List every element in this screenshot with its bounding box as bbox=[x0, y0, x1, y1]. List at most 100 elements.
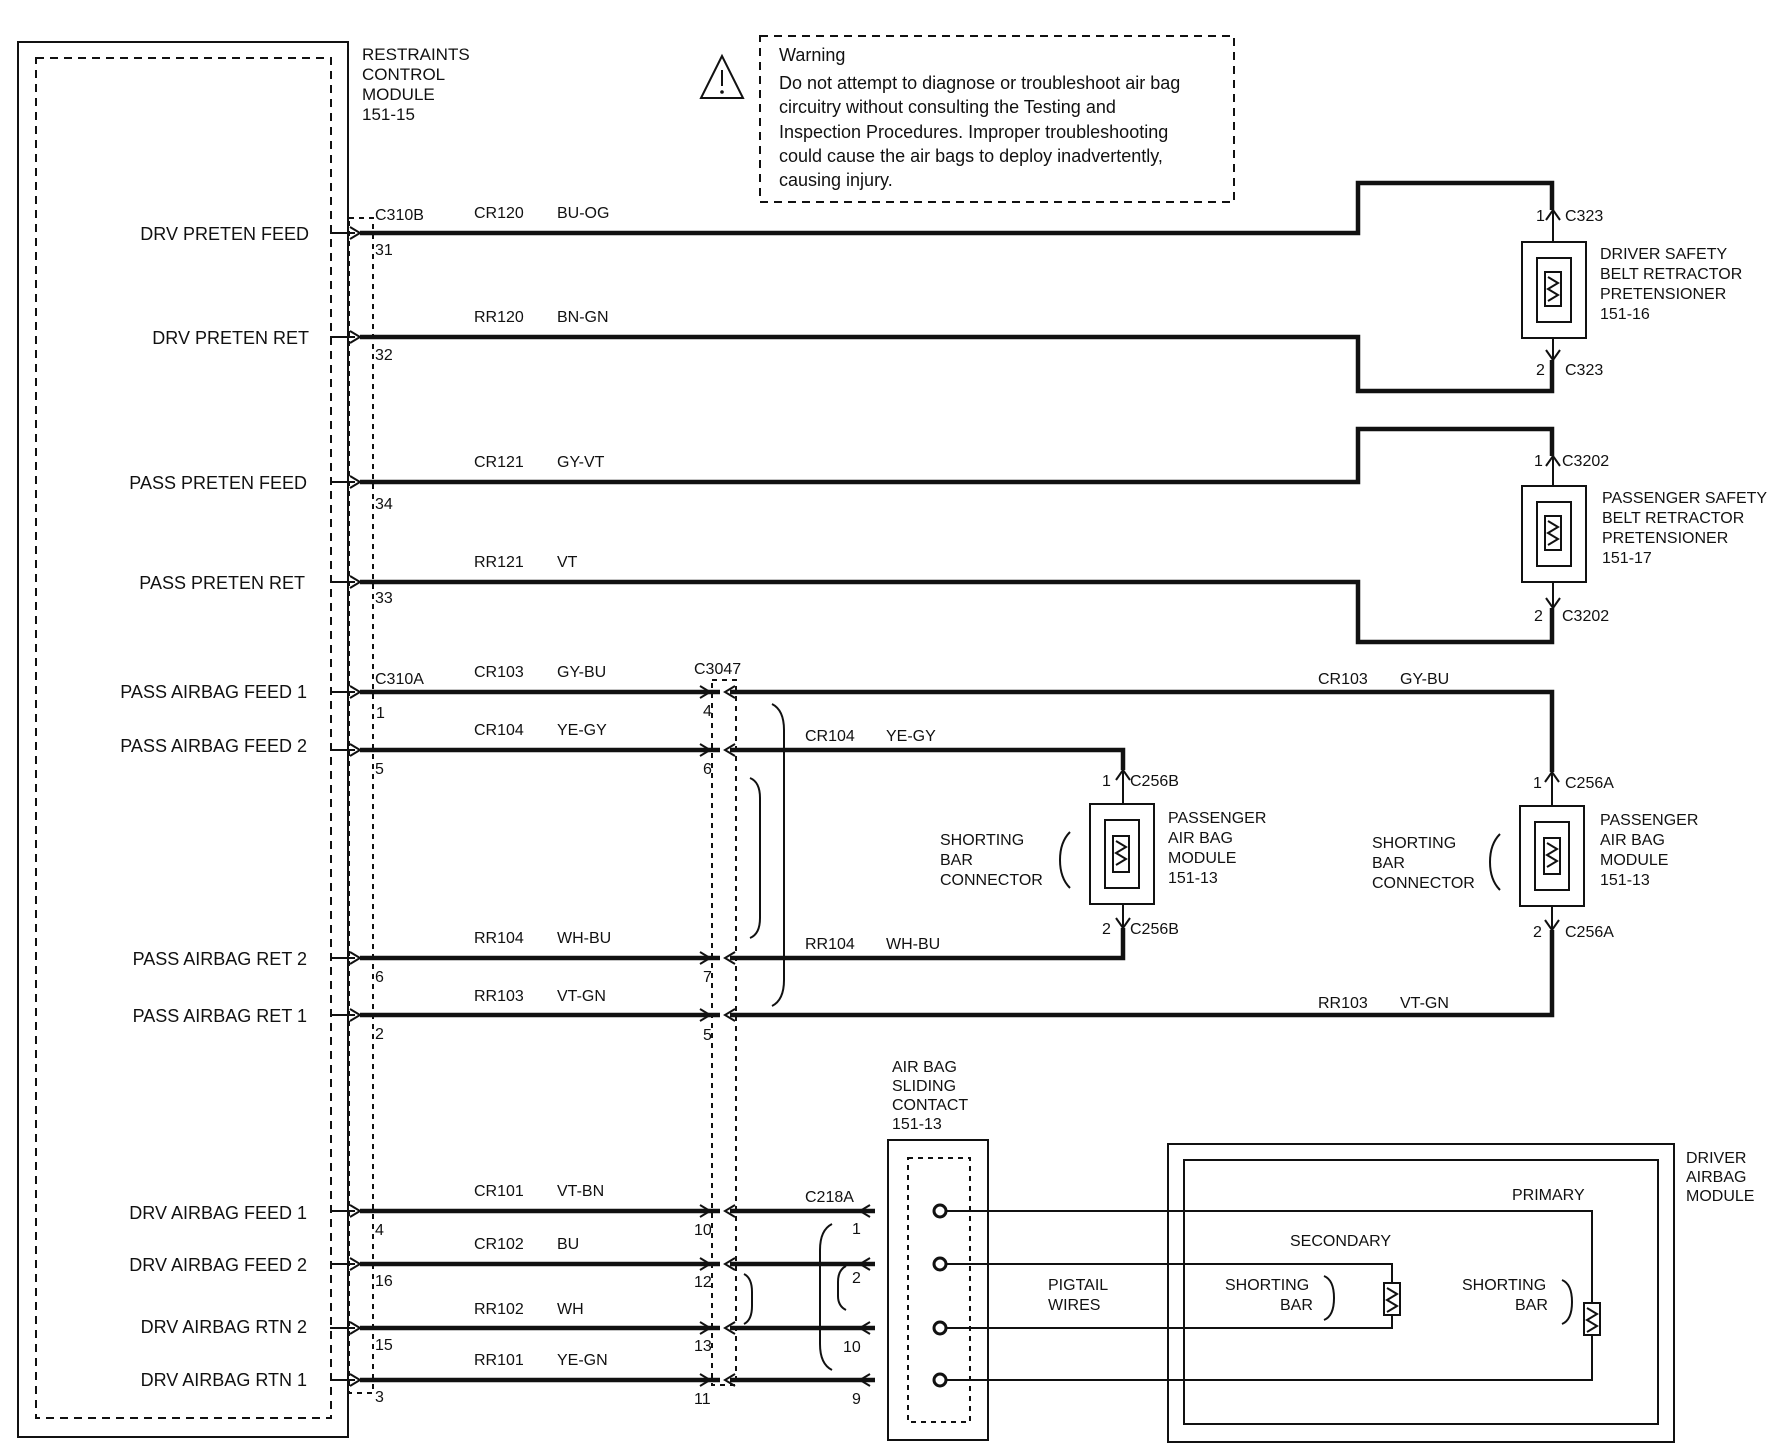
svg-text:GY-VT: GY-VT bbox=[557, 454, 605, 471]
svg-text:PASSENGER: PASSENGER bbox=[1168, 810, 1266, 827]
passenger-airbag-module-c256a: 1 2 PASSENGER AIR BAG MODULE 151-13 SHOR… bbox=[1372, 770, 1698, 941]
sliding-contact-terminal bbox=[932, 1372, 948, 1388]
svg-text:PASS PRETEN FEED: PASS PRETEN FEED bbox=[129, 473, 307, 493]
wire-drv-airbag-feed-2: CR102 BU bbox=[360, 1236, 1393, 1283]
svg-text:RR101: RR101 bbox=[474, 1352, 524, 1369]
svg-text:CR103: CR103 bbox=[1318, 671, 1368, 688]
svg-text:DRV AIRBAG RTN 2: DRV AIRBAG RTN 2 bbox=[141, 1317, 307, 1337]
svg-text:RR103: RR103 bbox=[1318, 995, 1368, 1012]
svg-text:PASS AIRBAG FEED 1: PASS AIRBAG FEED 1 bbox=[120, 682, 307, 702]
svg-text:1: 1 bbox=[1102, 773, 1111, 790]
svg-text:BN-GN: BN-GN bbox=[557, 309, 609, 326]
svg-text:DRV PRETEN RET: DRV PRETEN RET bbox=[152, 328, 309, 348]
svg-text:RESTRAINTS: RESTRAINTS bbox=[362, 45, 470, 64]
svg-text:15: 15 bbox=[375, 1337, 393, 1354]
driver-pretensioner: 1 2 DRIVER SAFETY BELT RETRACTOR PRETENS… bbox=[1521, 208, 1742, 379]
svg-text:VT: VT bbox=[557, 554, 578, 571]
svg-text:5: 5 bbox=[703, 1027, 712, 1044]
svg-text:SHORTING: SHORTING bbox=[940, 832, 1024, 849]
svg-text:1: 1 bbox=[1536, 208, 1545, 225]
svg-text:YE-GN: YE-GN bbox=[557, 1352, 608, 1369]
connector-c3202-2: C3202 bbox=[1562, 608, 1609, 625]
restraints-control-module-box bbox=[17, 41, 349, 1438]
svg-text:PRETENSIONER: PRETENSIONER bbox=[1602, 530, 1728, 547]
connector-labels: C310B C310A C3047 C323 C323 C3202 C3202 … bbox=[375, 207, 1614, 1206]
connector-c323-1: C323 bbox=[1565, 208, 1603, 225]
svg-text:2: 2 bbox=[1102, 921, 1111, 938]
svg-text:PASSENGER: PASSENGER bbox=[1600, 812, 1698, 829]
sliding-contact-terminal bbox=[932, 1320, 948, 1336]
svg-text:DRIVER: DRIVER bbox=[1686, 1150, 1746, 1167]
svg-text:151-16: 151-16 bbox=[1600, 306, 1650, 323]
svg-text:AIR BAG: AIR BAG bbox=[1168, 830, 1233, 847]
svg-text:RR103: RR103 bbox=[474, 988, 524, 1005]
svg-text:16: 16 bbox=[375, 1273, 393, 1290]
svg-text:DRV AIRBAG RTN 1: DRV AIRBAG RTN 1 bbox=[141, 1370, 307, 1390]
svg-text:SHORTING: SHORTING bbox=[1225, 1277, 1309, 1294]
svg-text:AIR BAG: AIR BAG bbox=[892, 1059, 957, 1076]
svg-text:2: 2 bbox=[1536, 362, 1545, 379]
svg-text:RR121: RR121 bbox=[474, 554, 524, 571]
svg-text:Do not attempt to diagnose or: Do not attempt to diagnose or troublesho… bbox=[779, 73, 1180, 93]
restraints-control-module-inner bbox=[35, 57, 332, 1419]
module-pin-stubs bbox=[330, 226, 362, 1387]
svg-text:13: 13 bbox=[694, 1338, 712, 1355]
svg-text:10: 10 bbox=[843, 1339, 861, 1356]
svg-text:MODULE: MODULE bbox=[362, 85, 435, 104]
svg-text:CONTACT: CONTACT bbox=[892, 1097, 968, 1114]
svg-text:BAR: BAR bbox=[1280, 1297, 1313, 1314]
connector-c256a-2: C256A bbox=[1565, 924, 1614, 941]
svg-text:DRV AIRBAG FEED 2: DRV AIRBAG FEED 2 bbox=[129, 1255, 307, 1275]
wire-pass-preten-feed: CR121 GY-VT bbox=[360, 426, 1555, 485]
svg-text:BAR: BAR bbox=[1515, 1297, 1548, 1314]
warning-triangle-icon bbox=[699, 53, 745, 99]
connector-c218a: C218A bbox=[805, 1189, 854, 1206]
svg-text:10: 10 bbox=[694, 1222, 712, 1239]
svg-text:YE-GY: YE-GY bbox=[886, 728, 936, 745]
svg-text:CONNECTOR: CONNECTOR bbox=[1372, 875, 1475, 892]
connector-c256b-1: C256B bbox=[1130, 773, 1179, 790]
svg-text:circuitry without consulting t: circuitry without consulting the Testing… bbox=[779, 97, 1116, 117]
svg-text:CR103: CR103 bbox=[474, 664, 524, 681]
svg-text:VT-GN: VT-GN bbox=[1400, 995, 1449, 1012]
connector-c310b: C310B bbox=[375, 207, 424, 224]
svg-text:BU-OG: BU-OG bbox=[557, 205, 609, 222]
sliding-contact: AIR BAG SLIDING CONTACT 151-13 bbox=[887, 1059, 989, 1441]
svg-text:MODULE: MODULE bbox=[1168, 850, 1236, 867]
svg-text:WIRES: WIRES bbox=[1048, 1297, 1100, 1314]
svg-text:5: 5 bbox=[375, 761, 384, 778]
svg-text:WH-BU: WH-BU bbox=[886, 936, 940, 953]
svg-text:BELT RETRACTOR: BELT RETRACTOR bbox=[1600, 266, 1742, 283]
svg-text:151-13: 151-13 bbox=[892, 1116, 942, 1133]
svg-text:VT-GN: VT-GN bbox=[557, 988, 606, 1005]
svg-text:RR102: RR102 bbox=[474, 1301, 524, 1318]
module-name: RESTRAINTS CONTROL MODULE 151-15 bbox=[362, 45, 470, 124]
svg-text:BAR: BAR bbox=[1372, 855, 1405, 872]
connector-c256b-2: C256B bbox=[1130, 921, 1179, 938]
svg-text:CR104: CR104 bbox=[474, 722, 524, 739]
svg-text:CR101: CR101 bbox=[474, 1183, 524, 1200]
svg-text:PASS AIRBAG FEED 2: PASS AIRBAG FEED 2 bbox=[120, 736, 307, 756]
svg-text:could cause the air bags to de: could cause the air bags to deploy inadv… bbox=[779, 146, 1163, 166]
connector-c310a: C310A bbox=[375, 671, 424, 688]
wire-drv-airbag-rtn-1: RR101 YE-GN bbox=[360, 1335, 1593, 1383]
squib-secondary bbox=[1383, 1282, 1401, 1316]
svg-text:32: 32 bbox=[375, 347, 393, 364]
svg-text:SECONDARY: SECONDARY bbox=[1290, 1233, 1391, 1250]
driver-airbag-module: DRIVER AIRBAG MODULE PRIMARY SECONDARY S… bbox=[1167, 1143, 1754, 1443]
svg-text:MODULE: MODULE bbox=[1600, 852, 1668, 869]
connector-c3202-1: C3202 bbox=[1562, 453, 1609, 470]
svg-text:PIGTAIL: PIGTAIL bbox=[1048, 1277, 1108, 1294]
svg-text:causing injury.: causing injury. bbox=[779, 170, 893, 190]
svg-text:RR104: RR104 bbox=[474, 930, 524, 947]
wire-pass-preten-ret: RR121 VT bbox=[360, 554, 1555, 645]
svg-text:SLIDING: SLIDING bbox=[892, 1078, 956, 1095]
svg-text:7: 7 bbox=[703, 969, 712, 986]
svg-text:151-13: 151-13 bbox=[1600, 872, 1650, 889]
svg-text:1: 1 bbox=[852, 1221, 861, 1238]
svg-text:MODULE: MODULE bbox=[1686, 1188, 1754, 1205]
connector-c323-2: C323 bbox=[1565, 362, 1603, 379]
wire-pass-airbag-ret-2: RR104 WH-BU RR104 WH-BU bbox=[360, 928, 1126, 961]
signal-labels: DRV PRETEN FEED DRV PRETEN RET PASS PRET… bbox=[120, 224, 309, 1390]
connector-c256a-1: C256A bbox=[1565, 775, 1614, 792]
